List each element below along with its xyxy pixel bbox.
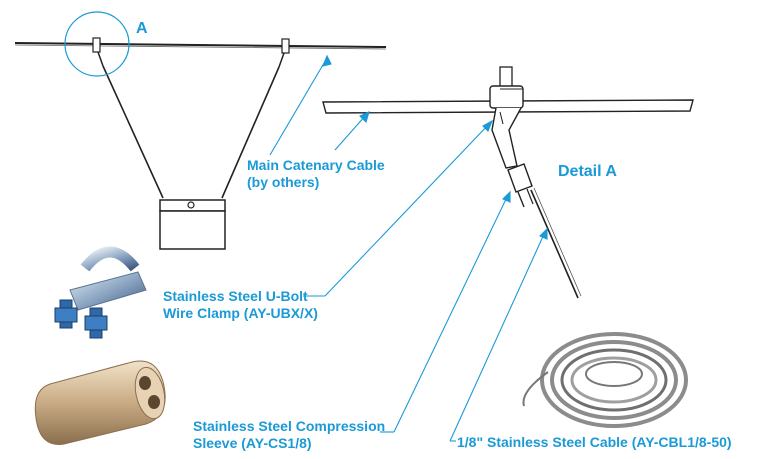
sleeve-line-1: Stainless Steel Compression xyxy=(193,418,386,434)
u-bolt-clamp-photo xyxy=(54,246,147,339)
main-catenary-cable-label: Main Catenary Cable (by others) xyxy=(247,157,385,191)
leader-lines xyxy=(269,54,548,442)
u-bolt-line-2: Wire Clamp (AY-UBX/X) xyxy=(163,305,318,321)
callout-circle-a xyxy=(64,11,130,77)
compression-sleeve-label: Stainless Steel Compression Sleeve (AY-C… xyxy=(193,418,385,452)
detail-a-label: Detail A xyxy=(558,163,617,180)
main-cable-line-1: Main Catenary Cable xyxy=(247,157,385,173)
callout-label-a: A xyxy=(136,20,148,37)
sleeve-line-2: Sleeve (AY-CS1/8) xyxy=(193,435,312,451)
u-bolt-line-1: Stainless Steel U-Bolt xyxy=(163,288,308,304)
catenary-assembly xyxy=(14,11,387,250)
u-bolt-clamp-label: Stainless Steel U-Bolt Wire Clamp (AY-UB… xyxy=(163,288,318,322)
cable-coil-photo xyxy=(522,332,688,428)
stainless-cable-label: 1/8" Stainless Steel Cable (AY-CBL1/8-50… xyxy=(457,434,732,450)
main-cable-line-2: (by others) xyxy=(247,174,320,190)
compression-sleeve-photo xyxy=(34,360,166,445)
detail-a-drawing xyxy=(322,66,694,299)
